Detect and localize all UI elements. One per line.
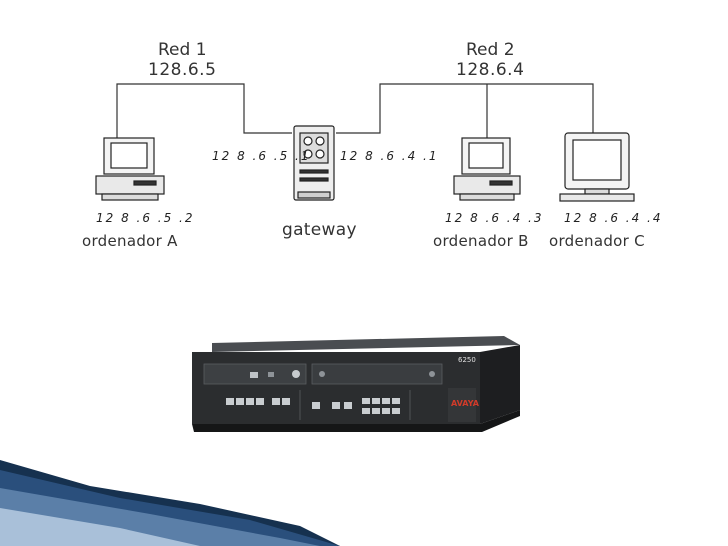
device-brand-logo: AVAYA — [451, 399, 479, 408]
host-c-name: ordenador C — [549, 232, 645, 250]
gateway-ip-left: 12 8 .6 .5 .1 — [212, 149, 311, 163]
router-device-image — [192, 336, 520, 432]
gateway-label: gateway — [282, 220, 357, 240]
gateway-icon — [293, 125, 335, 201]
host-b-ip: 12 8 .6 .4 .3 — [445, 211, 544, 225]
host-b-name: ordenador B — [433, 232, 529, 250]
red2-link — [336, 83, 594, 134]
host-a-ip: 12 8 .6 .5 .2 — [96, 211, 195, 225]
computer-c-icon — [559, 132, 635, 202]
network-links — [116, 83, 594, 140]
host-a-name: ordenador A — [82, 232, 178, 250]
gateway-ip-right: 12 8 .6 .4 .1 — [340, 149, 439, 163]
red1-name: Red 1 — [158, 40, 207, 60]
red1-link — [116, 83, 292, 140]
device-model-badge: 6250 — [458, 356, 476, 364]
red2-name: Red 2 — [466, 40, 515, 60]
computer-b-icon — [453, 137, 521, 201]
red1-address: 128.6.5 — [148, 60, 217, 80]
slide-swoosh-decoration — [0, 460, 340, 546]
host-c-ip: 12 8 .6 .4 .4 — [564, 211, 663, 225]
red2-address: 128.6.4 — [456, 60, 525, 80]
computer-a-icon — [95, 137, 165, 201]
